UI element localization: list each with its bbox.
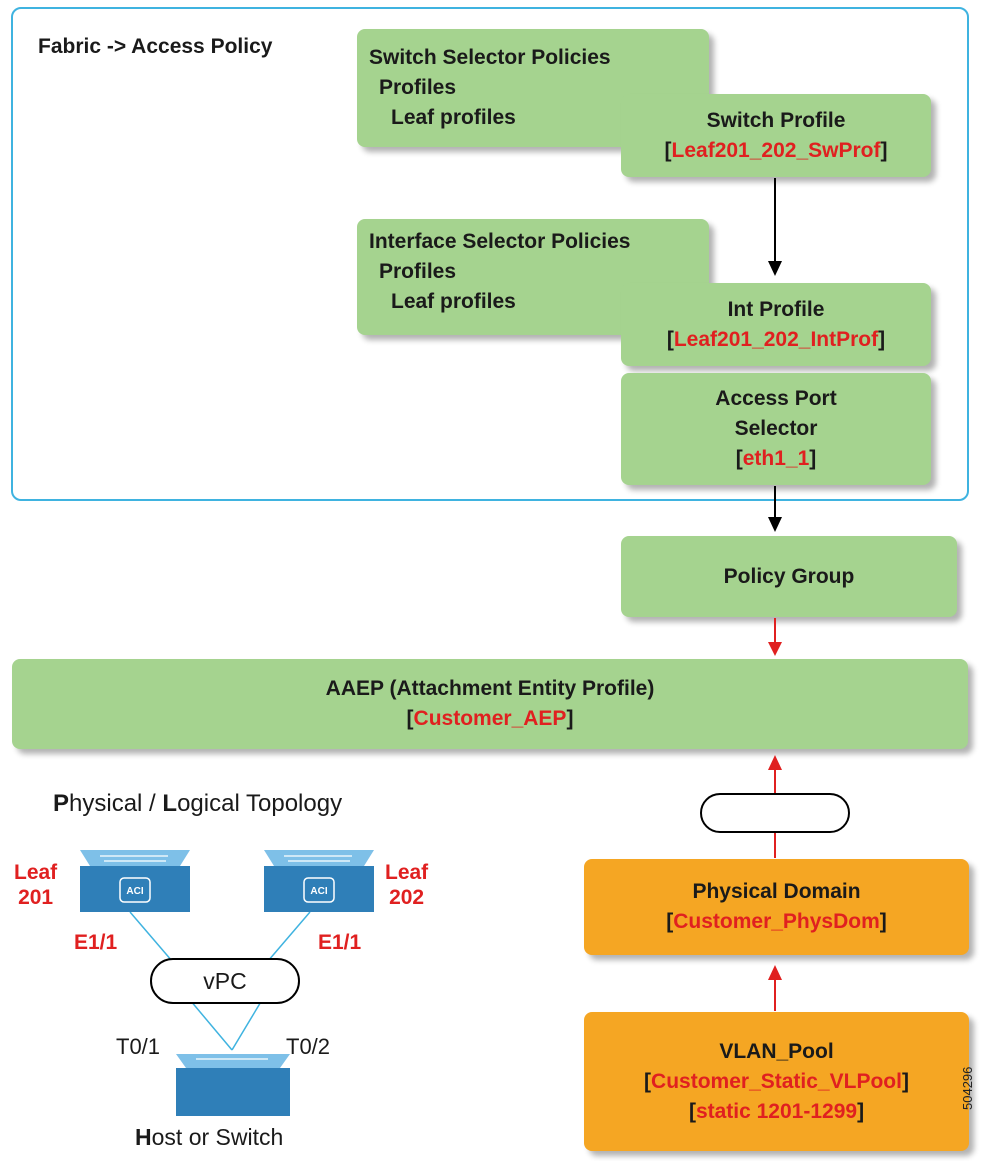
aaep-name-line: [Customer_AEP] [406, 707, 574, 730]
host-port1-label: T0/1 [116, 1034, 161, 1059]
vlan-pool-title: VLAN_Pool [719, 1039, 834, 1063]
physical-domain-name-line: [Customer_PhysDom] [666, 910, 887, 933]
leaf201-label-line2: 201 [18, 886, 54, 909]
vpc-pill: vPC [150, 958, 300, 1004]
int-profile-name: Leaf201_202_IntProf [673, 327, 879, 351]
topology-title-p: P [53, 790, 70, 817]
link-vpc-host-right [231, 999, 263, 1051]
physical-domain-box: Physical Domain [Customer_PhysDom] [584, 859, 969, 955]
host-switch-icon [176, 1054, 290, 1116]
aaep-title: AAEP (Attachment Entity Profile) [325, 677, 655, 700]
topology-title-part2: ogical Topology [177, 790, 343, 817]
switch-selector-line3: Leaf profiles [391, 106, 516, 129]
leaf202-port-label: E1/1 [318, 931, 362, 954]
leaf201-aci-text: ACI [126, 886, 143, 897]
arrow-vlan-to-pd-head [768, 965, 782, 980]
access-port-selector-name-line: [eth1_1] [735, 447, 817, 470]
access-port-selector-line1: Access Port [715, 387, 837, 410]
leaf202-switch-icon: ACI [264, 850, 374, 912]
leaf201-switch-icon: ACI [80, 850, 190, 912]
host-or-switch-label: Host or Switch [135, 1124, 283, 1151]
host-port2-label: T0/2 [286, 1034, 331, 1059]
int-profile-box: Int Profile [Leaf201_202_IntProf] [621, 283, 931, 366]
interface-selector-line1: Interface Selector Policies [369, 230, 631, 253]
switch-profile-title: Switch Profile [706, 108, 846, 132]
figure-id: 504296 [960, 1066, 975, 1110]
leaf202-label-line1: Leaf [385, 861, 429, 884]
access-port-selector-line2: Selector [734, 417, 818, 440]
vlan-pool-box: VLAN_Pool [Customer_Static_VLPool] [stat… [584, 1012, 969, 1151]
host-label-h: H [135, 1124, 152, 1150]
fabric-access-policy-label: Fabric -> Access Policy [38, 35, 273, 58]
switch-profile-name-line: [Leaf201_202_SwProf] [664, 138, 888, 162]
physical-domain-name: Customer_PhysDom [673, 910, 880, 933]
leaf201-port-label: E1/1 [74, 931, 118, 954]
switch-profile-box: Switch Profile [Leaf201_202_SwProf] [621, 94, 931, 177]
leaf202-aci-text: ACI [310, 886, 327, 897]
link-vpc-host-left [189, 999, 233, 1051]
access-policy-frame [11, 7, 969, 501]
vlan-pool-name-line: [Customer_Static_VLPool] [644, 1069, 909, 1093]
access-port-selector-name: eth1_1 [742, 447, 810, 470]
leaf201-label: Leaf 201 [14, 860, 57, 910]
physical-domain-title: Physical Domain [692, 880, 861, 903]
vlan-pool-range: static 1201-1299 [695, 1099, 858, 1123]
int-profile-title: Int Profile [727, 297, 825, 321]
topology-title: Physical / Logical Topology [53, 790, 342, 818]
topology-title-l: L [162, 790, 178, 817]
arrow-aps-to-pg-head [768, 517, 782, 532]
aaep-name: Customer_AEP [413, 707, 567, 730]
aaep-domain-link-pill [700, 793, 850, 833]
int-profile-name-line: [Leaf201_202_IntProf] [666, 327, 886, 351]
policy-group-box: Policy Group [621, 536, 957, 617]
vlan-pool-range-line: [static 1201-1299] [688, 1099, 865, 1123]
leaf202-label: Leaf 202 [385, 860, 428, 910]
vlan-pool-name: Customer_Static_VLPool [651, 1069, 902, 1093]
switch-selector-line2: Profiles [379, 76, 457, 99]
interface-selector-line2: Profiles [379, 260, 457, 283]
aaep-box: AAEP (Attachment Entity Profile) [Custom… [12, 659, 968, 749]
leaf202-label-line2: 202 [389, 886, 425, 909]
access-port-selector-box: Access Port Selector [eth1_1] [621, 373, 931, 485]
arrow-pg-to-aaep-head [768, 642, 782, 656]
leaf201-label-line1: Leaf [14, 861, 58, 884]
switch-selector-line1: Switch Selector Policies [369, 46, 611, 69]
host-label-rest: ost or Switch [151, 1124, 284, 1150]
topology-title-part1: hysical / [69, 790, 163, 817]
arrow-pd-to-aaep-head [768, 755, 782, 770]
interface-selector-line3: Leaf profiles [391, 290, 516, 313]
policy-group-title: Policy Group [723, 564, 855, 588]
switch-profile-name: Leaf201_202_SwProf [671, 138, 881, 162]
